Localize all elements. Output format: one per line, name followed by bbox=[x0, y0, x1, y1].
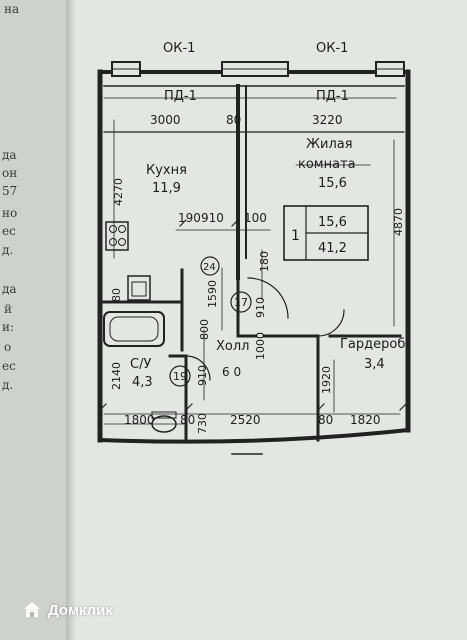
left-text-line: но bbox=[2, 206, 18, 220]
dim-100: 100 bbox=[244, 211, 267, 225]
watermark: Домклик bbox=[22, 600, 113, 620]
bath-name: С/У bbox=[130, 357, 151, 372]
living-name-2: комната bbox=[298, 157, 356, 172]
left-text-line: о bbox=[4, 340, 12, 354]
outer-wall-bottom bbox=[97, 427, 411, 444]
hall-name: Холл bbox=[216, 339, 249, 354]
dim-190: 190 bbox=[178, 211, 201, 225]
left-page-fragment: на да он 57 но ес д. да й и: о ес д. bbox=[0, 0, 70, 640]
left-text-line: д. bbox=[2, 243, 14, 257]
hall-number-marker bbox=[230, 291, 252, 313]
right-page bbox=[70, 0, 467, 640]
dim-room-side: 4870 bbox=[392, 208, 405, 236]
wall-wardrobe bbox=[262, 334, 320, 442]
left-text-line: й bbox=[4, 302, 12, 316]
dim-180: 180 bbox=[258, 251, 271, 272]
living-name-1: Жилая bbox=[306, 137, 353, 152]
dim-730: 730 bbox=[196, 413, 209, 434]
opening-label-left: ПД-1 bbox=[164, 89, 197, 104]
dim-1590: 1590 bbox=[206, 280, 219, 308]
wardrobe-area: 3,4 bbox=[364, 357, 385, 372]
kitchen-name: Кухня bbox=[146, 163, 187, 178]
window-label-right: ОК-1 bbox=[316, 41, 348, 56]
summary-room-count: 1 bbox=[291, 228, 300, 244]
dim-kitchen-side: 4270 bbox=[112, 178, 125, 206]
bath-number: 19 bbox=[173, 370, 187, 383]
dim-80-wardrobe: 80 bbox=[318, 413, 333, 427]
dim-1000: 1000 bbox=[254, 332, 267, 360]
dim-910-bath: 910 bbox=[196, 365, 209, 386]
summary-total-area: 41,2 bbox=[318, 241, 347, 256]
bath-number-marker bbox=[169, 365, 191, 387]
dim-2140: 2140 bbox=[110, 362, 123, 390]
summary-living-area: 15,6 bbox=[318, 215, 347, 230]
window-label-left: ОК-1 bbox=[163, 41, 195, 56]
book-gutter bbox=[66, 0, 76, 640]
left-text-line: он bbox=[2, 166, 18, 180]
dim-600: 6 0 bbox=[222, 365, 241, 379]
wardrobe-name: Гардероб bbox=[340, 337, 405, 352]
shaft-marker bbox=[200, 256, 220, 276]
dim-1820: 1820 bbox=[350, 413, 381, 427]
house-logo-icon bbox=[24, 602, 40, 617]
bathtub bbox=[103, 311, 165, 347]
dim-1800: 1800 bbox=[124, 413, 155, 427]
dim-room-top: 3220 bbox=[312, 113, 343, 127]
left-text-line: на bbox=[4, 2, 20, 16]
dim-910: 910 bbox=[201, 211, 224, 225]
left-text-line: да bbox=[2, 282, 17, 296]
left-text-line: 57 bbox=[2, 184, 18, 198]
sink bbox=[127, 275, 151, 301]
living-area: 15,6 bbox=[318, 176, 347, 191]
dim-80-bottom: 80 bbox=[180, 413, 195, 427]
left-text-line: ес bbox=[2, 224, 16, 238]
kitchen-area: 11,9 bbox=[152, 181, 181, 196]
left-text-line: и: bbox=[2, 320, 15, 334]
dim-2520: 2520 bbox=[230, 413, 261, 427]
dim-800: 800 bbox=[198, 319, 211, 340]
dim-1920: 1920 bbox=[320, 366, 333, 394]
left-text-line: д. bbox=[2, 378, 14, 392]
bath-area: 4,3 bbox=[132, 375, 153, 390]
hall-number: 17 bbox=[234, 296, 248, 309]
shaft-number: 24 bbox=[203, 262, 216, 273]
dim-910-hall: 910 bbox=[254, 297, 267, 318]
left-text-line: ес bbox=[2, 359, 16, 373]
dim-80-bath: 80 bbox=[110, 288, 123, 302]
dim-wall: 80 bbox=[226, 113, 241, 127]
watermark-text: Домклик bbox=[48, 601, 113, 619]
opening-label-right: ПД-1 bbox=[316, 89, 349, 104]
left-text-line: да bbox=[2, 148, 17, 162]
stove bbox=[105, 221, 129, 251]
dim-kitchen-top: 3000 bbox=[150, 113, 181, 127]
